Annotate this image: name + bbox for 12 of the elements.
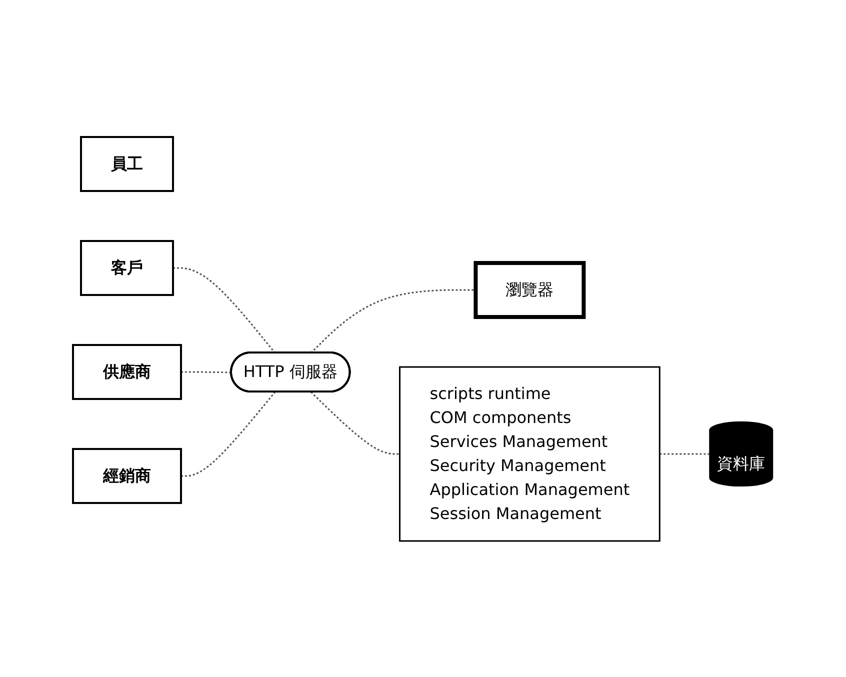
connector: [181, 391, 276, 476]
node-box: 客戶: [80, 240, 174, 296]
node-box: scripts runtime COM components Services Management Security Management Application Management Session Management: [399, 366, 661, 542]
node-box: 經銷商: [72, 448, 182, 504]
connector: [310, 288, 476, 354]
node-box: 供應商: [72, 344, 182, 400]
node-box: 瀏覽器: [474, 260, 586, 318]
node-box: 員工: [80, 136, 174, 192]
connector: [310, 390, 400, 454]
connector: [181, 370, 232, 373]
connector: [660, 452, 710, 454]
connector: [173, 266, 276, 353]
